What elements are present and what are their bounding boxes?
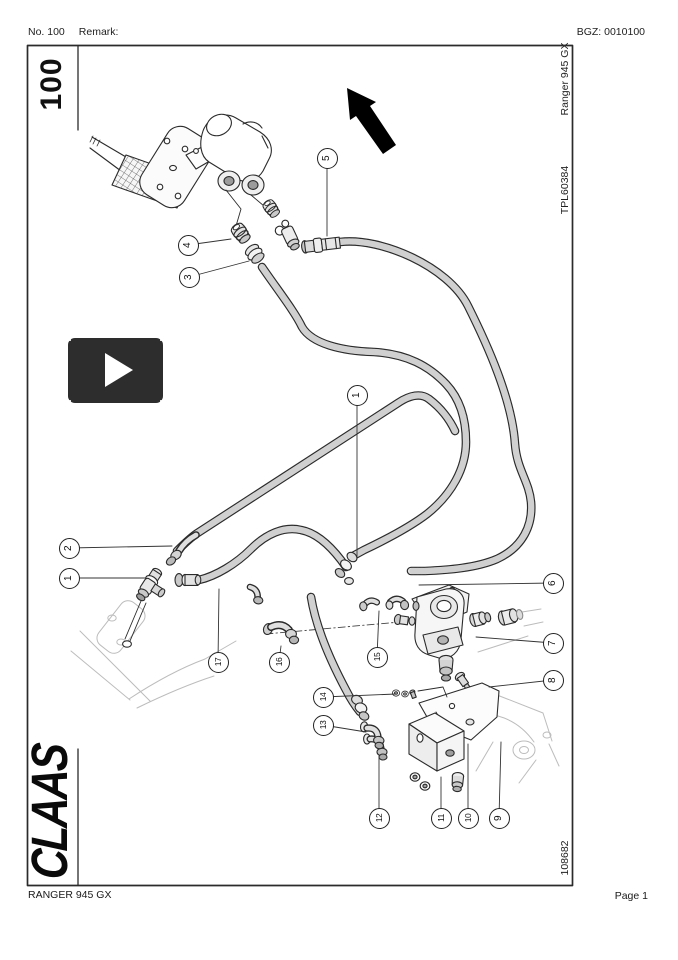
- handle-icon: [67, 337, 71, 341]
- callout-16: 16: [268, 651, 290, 673]
- leader-line-17: [217, 588, 220, 663]
- fitting-7a: [469, 611, 492, 628]
- fitting-13-elbow: [351, 694, 385, 750]
- master-cylinder: [139, 113, 272, 227]
- fitting-7b: [497, 608, 524, 626]
- plug-10: [451, 772, 465, 793]
- washer-11a: [409, 772, 421, 782]
- callout-14: 14: [312, 686, 334, 708]
- sheet-frame: [26, 44, 574, 887]
- leader-line-7: [475, 636, 554, 644]
- valve-block: [393, 584, 524, 682]
- footer-page-number: Page 1: [614, 890, 648, 902]
- t-valve: [274, 219, 300, 251]
- leader-line-14: [322, 693, 397, 698]
- fitting-2-elbow: [165, 531, 200, 566]
- junction-block: [363, 712, 465, 793]
- callout-4: 4: [177, 234, 199, 256]
- fitting-cluster-center: [334, 551, 358, 585]
- hose-master-cylinder: [262, 267, 466, 556]
- callout-2: 2: [58, 537, 80, 559]
- footer-model: RANGER 945 GX: [28, 889, 112, 901]
- callout-9: 9: [488, 807, 510, 829]
- doc-number: No. 100: [28, 26, 65, 38]
- header: No. 100 Remark:: [28, 26, 132, 38]
- fitting-3: [244, 243, 265, 264]
- small-elbow: [246, 583, 264, 605]
- leader-line-8: [488, 679, 554, 688]
- chassis-outline: [70, 600, 237, 709]
- callout-12: 12: [368, 807, 390, 829]
- handle-icon: [160, 337, 164, 341]
- callout-13: 13: [312, 714, 334, 736]
- fitting-16-elbow: [262, 621, 300, 645]
- axle-outline: [475, 608, 560, 784]
- hose-17: [199, 529, 346, 580]
- callout-17: 17: [207, 651, 229, 673]
- fitting-4: [228, 220, 253, 247]
- washers-14: [391, 686, 448, 699]
- washer-11b: [419, 781, 431, 791]
- play-icon: [105, 353, 133, 387]
- callout-5: 5: [316, 147, 338, 169]
- fitting-17-coupler: [174, 573, 202, 587]
- leader-line-2: [68, 545, 173, 549]
- callout-7: 7: [542, 632, 564, 654]
- fitting-5: [301, 236, 342, 254]
- direction-arrow-icon: [347, 88, 396, 154]
- callout-1: 1: [346, 384, 368, 406]
- leader-line-6: [418, 582, 554, 586]
- fitting-1-tee: [122, 567, 166, 648]
- bgz-code: BGZ: 0010100: [576, 26, 645, 38]
- fitting-upper: [260, 197, 283, 220]
- leader-line-9: [498, 741, 502, 819]
- callout-10: 10: [457, 807, 479, 829]
- leader-lines: [68, 157, 554, 819]
- callout-1: 1: [58, 567, 80, 589]
- callout-11: 11: [430, 807, 452, 829]
- remark-label: Remark:: [78, 26, 119, 38]
- callout-15: 15: [366, 646, 388, 668]
- handle-icon: [160, 400, 164, 404]
- handle-icon: [67, 400, 71, 404]
- fitting-15-elbows: [359, 595, 410, 612]
- callout-3: 3: [178, 266, 200, 288]
- video-play-overlay[interactable]: [67, 337, 164, 404]
- callout-6: 6: [542, 572, 564, 594]
- callout-8: 8: [542, 669, 564, 691]
